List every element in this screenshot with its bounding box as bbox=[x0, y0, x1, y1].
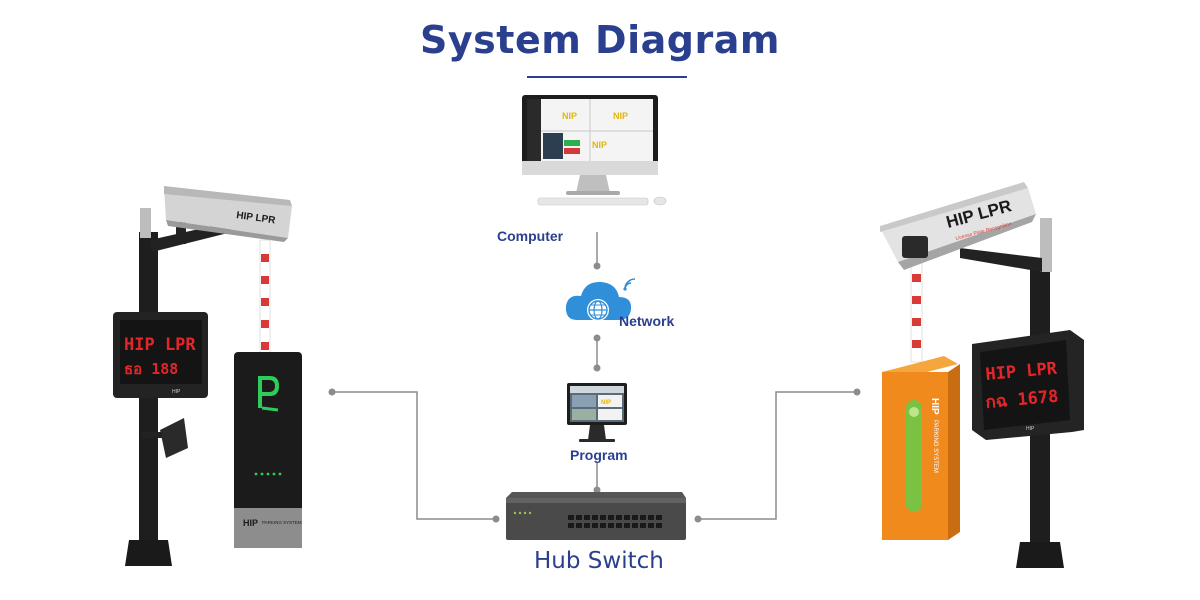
left-sign-brand: HIP bbox=[172, 389, 181, 395]
monitor-logo: NIP bbox=[562, 111, 577, 121]
hub-switch-icon bbox=[506, 492, 686, 540]
computer-label: Computer bbox=[497, 228, 564, 244]
monitor-logo: NIP bbox=[592, 140, 607, 150]
left-sign-line2: ธอ 188 bbox=[124, 360, 178, 378]
connector-dot bbox=[593, 262, 601, 270]
program-logo: NIP bbox=[601, 400, 611, 406]
connector-dot bbox=[694, 515, 702, 523]
left-barrier-cabinet: HIP PARKING SYSTEM bbox=[234, 352, 302, 548]
monitor-logo: NIP bbox=[613, 111, 628, 121]
connector-dot bbox=[593, 486, 601, 494]
computer-icon: NIP NIP NIP bbox=[522, 95, 667, 206]
connector-left-station-hub bbox=[332, 391, 496, 520]
switch-ports bbox=[568, 515, 662, 528]
connector-dots bbox=[328, 262, 861, 523]
title-underline bbox=[527, 76, 687, 78]
right-barrier-brand: HIP bbox=[929, 398, 940, 415]
left-camera-icon: HIP LPR bbox=[164, 186, 292, 242]
right-barrier-sub: PARKING SYSTEM bbox=[932, 420, 938, 473]
right-barrier-cabinet: HIP PARKING SYSTEM bbox=[882, 356, 960, 540]
connector-dot bbox=[328, 388, 336, 396]
left-barrier-sub: PARKING SYSTEM bbox=[262, 520, 302, 525]
right-sign-brand: HIP bbox=[1026, 426, 1035, 432]
parking-p-icon bbox=[258, 376, 279, 408]
diagram-title: System Diagram bbox=[420, 18, 780, 62]
left-barrier-brand: HIP bbox=[243, 518, 258, 528]
connectors bbox=[332, 232, 857, 520]
cloud-network-icon bbox=[565, 278, 636, 321]
network-label: Network bbox=[619, 313, 675, 329]
program-label: Program bbox=[570, 447, 628, 463]
left-lpr-station: HIP LPR HIP LPR ธอ 188 HIP bbox=[113, 186, 302, 566]
connector-dot bbox=[492, 515, 500, 523]
connector-dot bbox=[593, 364, 601, 372]
program-monitor-icon: NIP bbox=[567, 383, 627, 442]
connector-hub-right-station bbox=[698, 391, 857, 520]
left-sign-line1: HIP LPR bbox=[124, 335, 196, 355]
connector-dot bbox=[593, 334, 601, 342]
connector-dot bbox=[853, 388, 861, 396]
left-led-sign: HIP LPR ธอ 188 HIP bbox=[113, 312, 208, 398]
right-lpr-station: HIP LPR License Plate Recognition HIP PA… bbox=[880, 182, 1084, 568]
right-led-sign: HIP LPR กฉ 1678 HIP bbox=[972, 330, 1084, 440]
hub-switch-label: Hub Switch bbox=[534, 548, 664, 574]
